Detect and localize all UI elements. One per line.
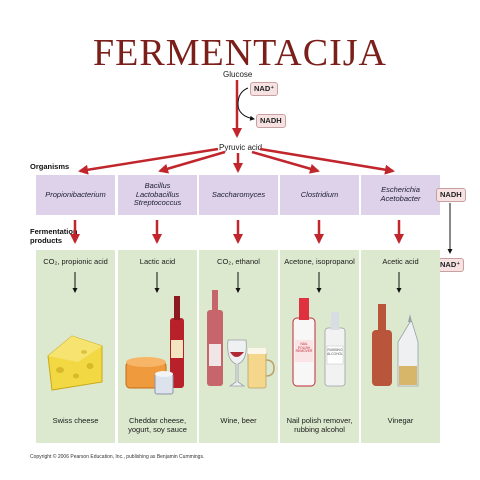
organism-box: Propionibacterium [36,175,115,215]
product-panel: Acetic acid Vinegar [361,250,440,443]
product-panel: Lactic acid Cheddar cheese,yogurt, soy s… [118,250,197,443]
nadh-box: NADH [256,114,286,128]
organism-name: Acetobacter [380,194,421,203]
food-product: Swiss cheese [52,416,99,425]
glucose-label: Glucose [223,70,253,79]
organisms-label: Organisms [30,162,70,171]
fermentation-product: Lactic acid [139,257,176,266]
organism-box: Escherichia Acetobacter [361,175,440,215]
rubbing-alcohol-label: RUBBING ALCOHOL [327,348,343,356]
product-panel: Acetone, isopropanol Nail polish remover… [280,250,359,443]
organism-name: Bacillus [144,181,171,191]
side-nadh-box: NADH [436,188,466,202]
food-product: Vinegar [387,416,414,425]
organism-name: Escherichia [381,185,420,195]
product-panel: CO₂, propionic acid Swiss cheese [36,250,115,443]
organism-name: Saccharomyces [211,189,266,199]
fermentation-label-line: Fermentation [30,227,78,236]
food-product: Cheddar cheese,yogurt, soy sauce [128,416,187,434]
nail-polish-label: NAIL POLISH REMOVER [295,342,313,354]
organism-name: Streptococcus [133,198,182,208]
organism-box: Bacillus Lactobacillus Streptococcus [118,175,197,215]
nad-plus-box: NAD⁺ [250,82,279,96]
side-nad-plus-box: NAD⁺ [436,258,465,272]
fermentation-product: CO₂, ethanol [217,257,260,266]
pyruvic-acid-label: Pyruvic acid [219,143,263,152]
organism-box: Saccharomyces [199,175,278,215]
fermentation-product: Acetic acid [382,257,419,266]
food-product: Nail polish remover,rubbing alcohol [286,416,353,434]
organism-name: Clostridium [300,189,339,199]
page-title: FERMENTACIJA [93,32,387,74]
copyright-notice: Copyright © 2006 Pearson Education, Inc.… [30,454,205,460]
product-panel: CO₂, ethanol Wine, beer [199,250,278,443]
fermentation-product: CO₂, propionic acid [43,257,108,266]
fermentation-product: Acetone, isopropanol [284,257,355,266]
organism-to-product-arrows [70,220,404,244]
fermentation-products-label: Fermentation products [30,227,78,245]
food-product: Wine, beer [220,416,257,425]
fermentation-label-line: products [30,235,63,245]
pyruvate-branch-arrows [78,147,395,175]
organism-name: Propionibacterium [45,189,106,199]
organism-box: Clostridium [280,175,359,215]
organism-name: Lactobacillus [135,189,180,199]
